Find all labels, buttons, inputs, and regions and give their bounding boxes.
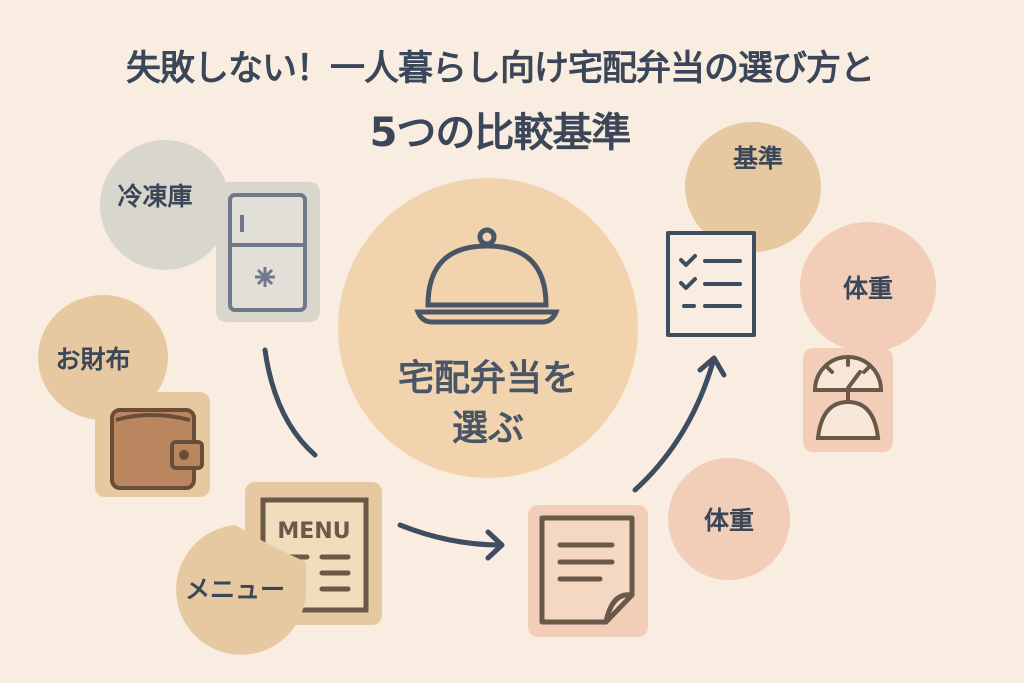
arrow-up-icon (632, 355, 727, 493)
weight-label-bottom: 体重 (703, 506, 754, 535)
title-line-1: 失敗しない！一人暮らし向け宅配弁当の選び方と (125, 49, 875, 89)
cloche-icon (414, 227, 560, 325)
arrow-right-icon (397, 522, 505, 561)
menu-card-text: MENU (277, 519, 350, 544)
wallet-icon (110, 408, 204, 490)
freezer-label: 冷凍庫 (117, 182, 193, 211)
criteria-bubble: 基準 (685, 122, 821, 252)
scale-icon (812, 355, 884, 440)
menu-bubble (176, 525, 307, 655)
center-text-line-2: 選ぶ (452, 408, 524, 449)
freezer-icon (228, 193, 307, 312)
weight-bubble-top: 体重 (800, 222, 936, 352)
title-line-2: 5つの比較基準 (369, 110, 632, 156)
connector-curve (262, 347, 318, 458)
menu-label: メニュー (185, 575, 285, 604)
criteria-label: 基準 (732, 144, 783, 173)
document-icon (539, 515, 635, 625)
checklist-icon (666, 231, 756, 337)
wallet-label: お財布 (55, 344, 131, 374)
weight-bubble-bottom: 体重 (668, 458, 790, 580)
freezer-bubble: 冷凍庫 (100, 140, 230, 270)
center-text-line-1: 宅配弁当を (398, 357, 578, 399)
weight-label-top: 体重 (842, 274, 893, 303)
